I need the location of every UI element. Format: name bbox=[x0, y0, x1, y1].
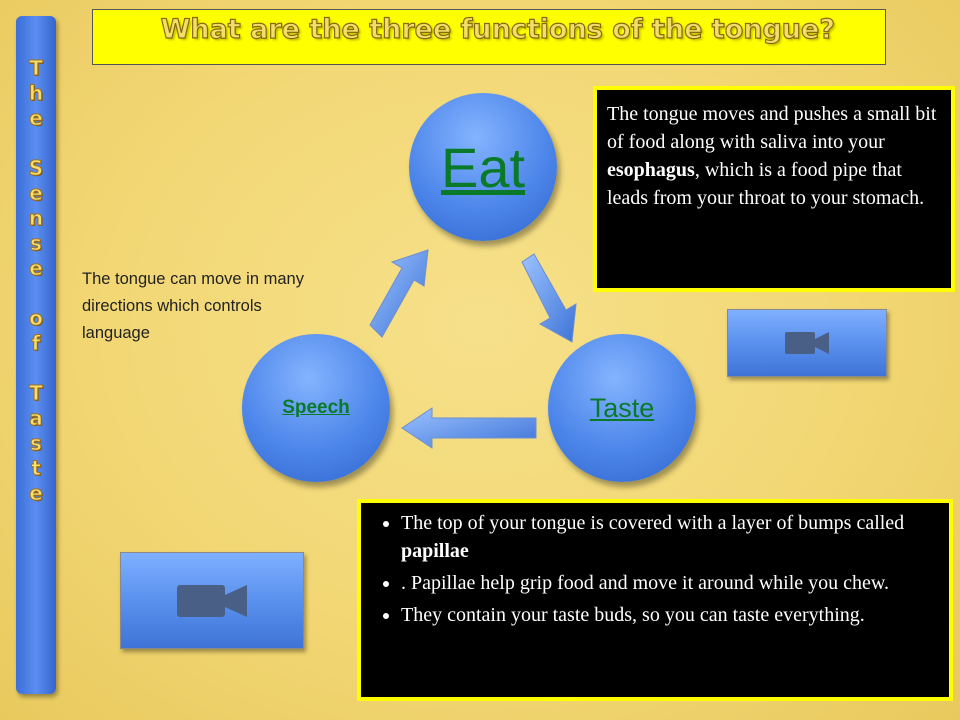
sidebar-letter: o bbox=[29, 306, 44, 331]
page-title: What are the three functions of the tong… bbox=[160, 13, 836, 45]
taste-node[interactable]: Taste bbox=[548, 334, 696, 482]
sidebar-letter: f bbox=[31, 331, 41, 356]
esophagus-text-2: , which is a food pipe that leads from y… bbox=[607, 159, 925, 209]
eat-link[interactable]: Eat bbox=[440, 135, 526, 199]
list-item: . Papillae help grip food and move it ar… bbox=[401, 569, 939, 597]
video-camera-icon bbox=[177, 584, 247, 617]
video-button-1[interactable] bbox=[727, 309, 887, 377]
esophagus-info-box: The tongue moves and pushes a small bit … bbox=[593, 86, 955, 292]
papillae-text: The top of your tongue is covered with a… bbox=[401, 512, 905, 534]
sidebar-letter: T bbox=[29, 381, 44, 406]
eat-node[interactable]: Eat bbox=[409, 93, 557, 241]
sidebar-letter: e bbox=[29, 106, 44, 131]
papillae-term: papillae bbox=[401, 540, 469, 562]
sidebar-letter: n bbox=[28, 206, 44, 231]
arrow-eat-to-taste bbox=[521, 253, 577, 343]
esophagus-text-1: The tongue moves and pushes a small bit … bbox=[607, 103, 937, 153]
speech-node[interactable]: Speech bbox=[242, 334, 390, 482]
sidebar-letter: a bbox=[29, 406, 43, 431]
list-item: The top of your tongue is covered with a… bbox=[401, 509, 939, 565]
arrow-speech-to-eat bbox=[369, 249, 429, 338]
sidebar-letter: e bbox=[29, 181, 44, 206]
video-camera-icon bbox=[785, 332, 829, 354]
arrow-taste-to-speech bbox=[401, 407, 537, 449]
sidebar-letter: h bbox=[28, 81, 44, 106]
sidebar-letter: e bbox=[29, 481, 44, 506]
sidebar-letter: e bbox=[29, 256, 44, 281]
papillae-info-box: The top of your tongue is covered with a… bbox=[357, 499, 953, 701]
sidebar-letter: t bbox=[31, 456, 42, 481]
sidebar-letter: s bbox=[30, 431, 43, 456]
sidebar-letter: s bbox=[30, 231, 43, 256]
language-note: The tongue can move in many directions w… bbox=[82, 270, 304, 342]
sidebar-letter: T bbox=[29, 56, 44, 81]
title-bar: What are the three functions of the tong… bbox=[92, 9, 886, 65]
video-button-2[interactable] bbox=[120, 552, 304, 649]
taste-link[interactable]: Taste bbox=[589, 392, 655, 423]
list-item: They contain your taste buds, so you can… bbox=[401, 601, 939, 629]
esophagus-term: esophagus bbox=[607, 159, 695, 181]
papillae-list: The top of your tongue is covered with a… bbox=[371, 509, 939, 629]
sidebar-letter: S bbox=[28, 156, 44, 181]
speech-link[interactable]: Speech bbox=[282, 397, 350, 418]
